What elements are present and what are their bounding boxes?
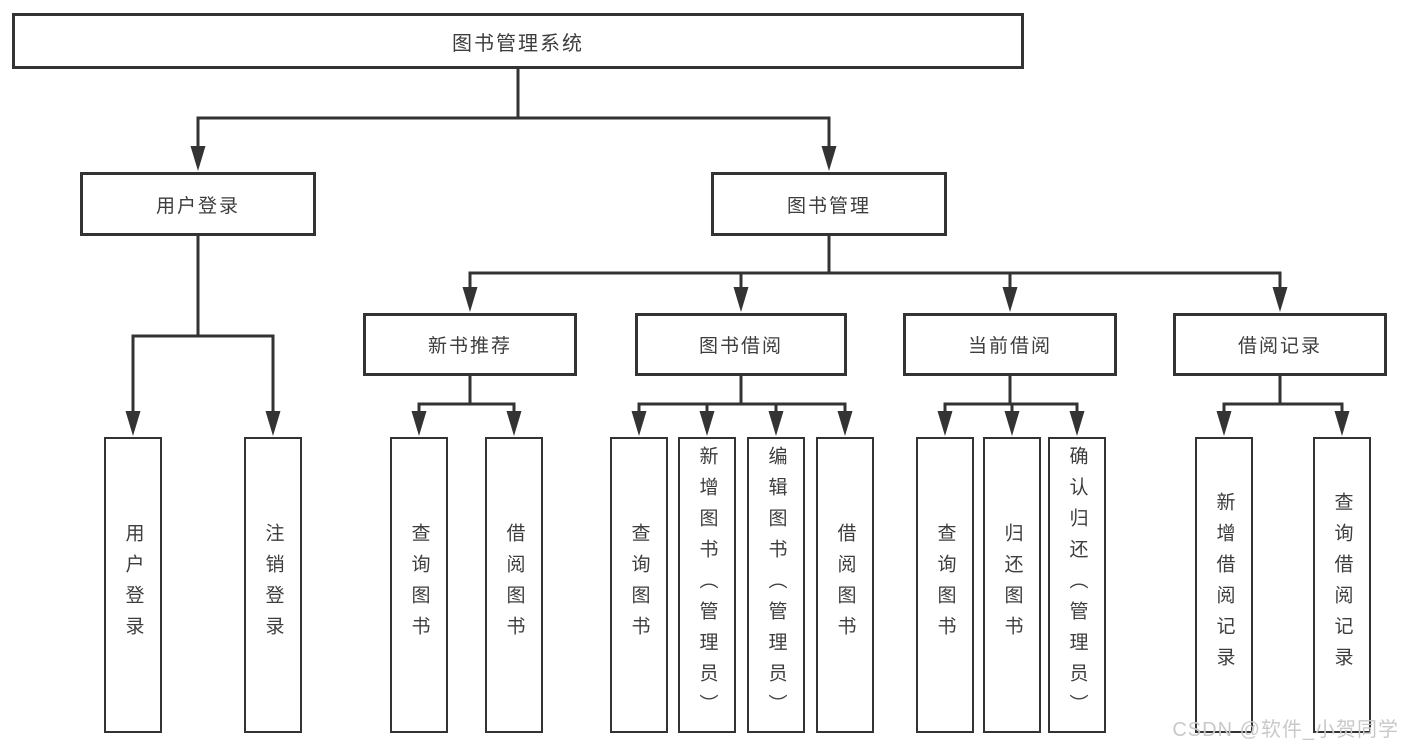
- leaf-label: 借阅图书: [834, 523, 856, 647]
- leaf-label: 查询借阅记录: [1331, 492, 1353, 678]
- node-borrowing-records: 借阅记录: [1173, 313, 1387, 376]
- node-current-borrowing: 当前借阅: [903, 313, 1117, 376]
- node-new-book-recommendation: 新书推荐: [363, 313, 577, 376]
- leaf-label: 注销登录: [262, 523, 284, 647]
- leaf-add-borrow-record: 新增借阅记录: [1195, 437, 1253, 733]
- leaf-confirm-return-admin: 确认归还（管理员）: [1048, 437, 1106, 733]
- node-label: 用户登录: [155, 195, 240, 217]
- leaf-label: 新增借阅记录: [1213, 492, 1235, 678]
- leaf-label: 确认归还（管理员）: [1066, 445, 1088, 725]
- leaf-borrow-books-recommend: 借阅图书: [485, 437, 543, 733]
- node-library-management-system: 图书管理系统: [12, 13, 1024, 69]
- node-book-management: 图书管理: [711, 172, 947, 236]
- node-label: 借阅记录: [1237, 336, 1322, 357]
- leaf-label: 借阅图书: [503, 523, 525, 647]
- leaf-return-books: 归还图书: [983, 437, 1041, 733]
- node-label: 图书管理: [786, 195, 871, 217]
- node-user-login: 用户登录: [80, 172, 316, 236]
- leaf-label: 查询图书: [408, 523, 430, 647]
- leaf-edit-books-admin: 编辑图书（管理员）: [747, 437, 805, 733]
- leaf-label: 查询图书: [934, 523, 956, 647]
- leaf-label: 用户登录: [122, 523, 144, 647]
- node-label: 新书推荐: [427, 336, 512, 357]
- node-book-borrowing: 图书借阅: [635, 313, 847, 376]
- node-label: 当前借阅: [967, 336, 1052, 357]
- leaf-query-books-current: 查询图书: [916, 437, 974, 733]
- node-label: 图书借阅: [698, 336, 783, 357]
- leaf-add-books-admin: 新增图书（管理员）: [678, 437, 736, 733]
- leaf-query-books-borrow: 查询图书: [610, 437, 668, 733]
- leaf-label: 编辑图书（管理员）: [765, 445, 787, 725]
- leaf-label: 新增图书（管理员）: [696, 445, 718, 725]
- leaf-query-borrow-record: 查询借阅记录: [1313, 437, 1371, 733]
- leaf-user-login: 用户登录: [104, 437, 162, 733]
- leaf-query-books-recommend: 查询图书: [390, 437, 448, 733]
- csdn-watermark: CSDN @软件_小贺同学: [1172, 719, 1399, 741]
- leaf-logout: 注销登录: [244, 437, 302, 733]
- leaf-label: 归还图书: [1001, 523, 1023, 647]
- node-label: 图书管理系统: [452, 32, 584, 55]
- leaf-borrow-books: 借阅图书: [816, 437, 874, 733]
- leaf-label: 查询图书: [628, 523, 650, 647]
